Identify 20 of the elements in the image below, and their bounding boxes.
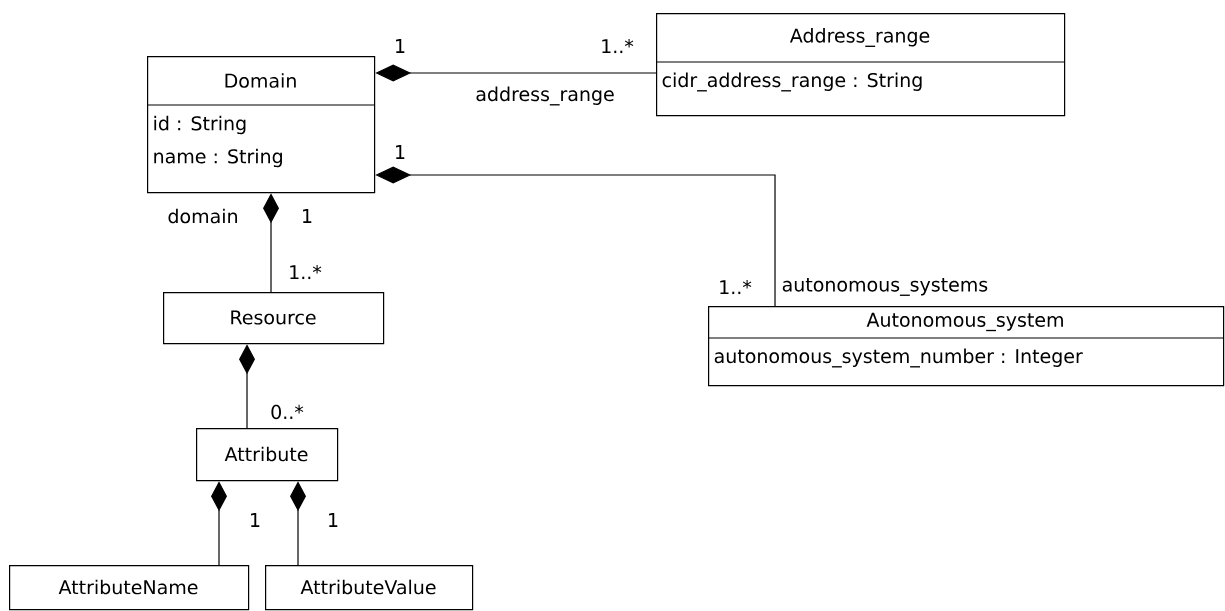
role-label: autonomous_systems — [780, 277, 990, 297]
multiplicity-label: 1 — [329, 513, 338, 527]
class-box: Attribute — [196, 428, 339, 482]
class-box: Resource — [163, 292, 385, 345]
composition-line — [211, 481, 227, 566]
class-box: Autonomous_system autonomous_system_number : Integer — [707, 306, 1225, 387]
role-label: address_range — [474, 85, 616, 107]
composition-line — [263, 193, 279, 293]
multiplicity-label: 1..* — [602, 38, 634, 54]
composition-line — [290, 481, 306, 566]
role-label: domain — [166, 207, 240, 225]
class-box: AttributeName — [9, 565, 250, 611]
multiplicity-label: 1 — [251, 513, 260, 527]
multiplicity-label: 1..* — [290, 264, 322, 280]
composition-line — [239, 344, 255, 429]
class-box: Domain id : String name : String — [146, 56, 376, 194]
multiplicity-label: 1 — [396, 145, 405, 159]
class-box: Address_range cidr_address_range : String — [655, 13, 1066, 117]
multiplicity-label: 1 — [396, 39, 405, 53]
class-box: AttributeValue — [265, 565, 474, 611]
